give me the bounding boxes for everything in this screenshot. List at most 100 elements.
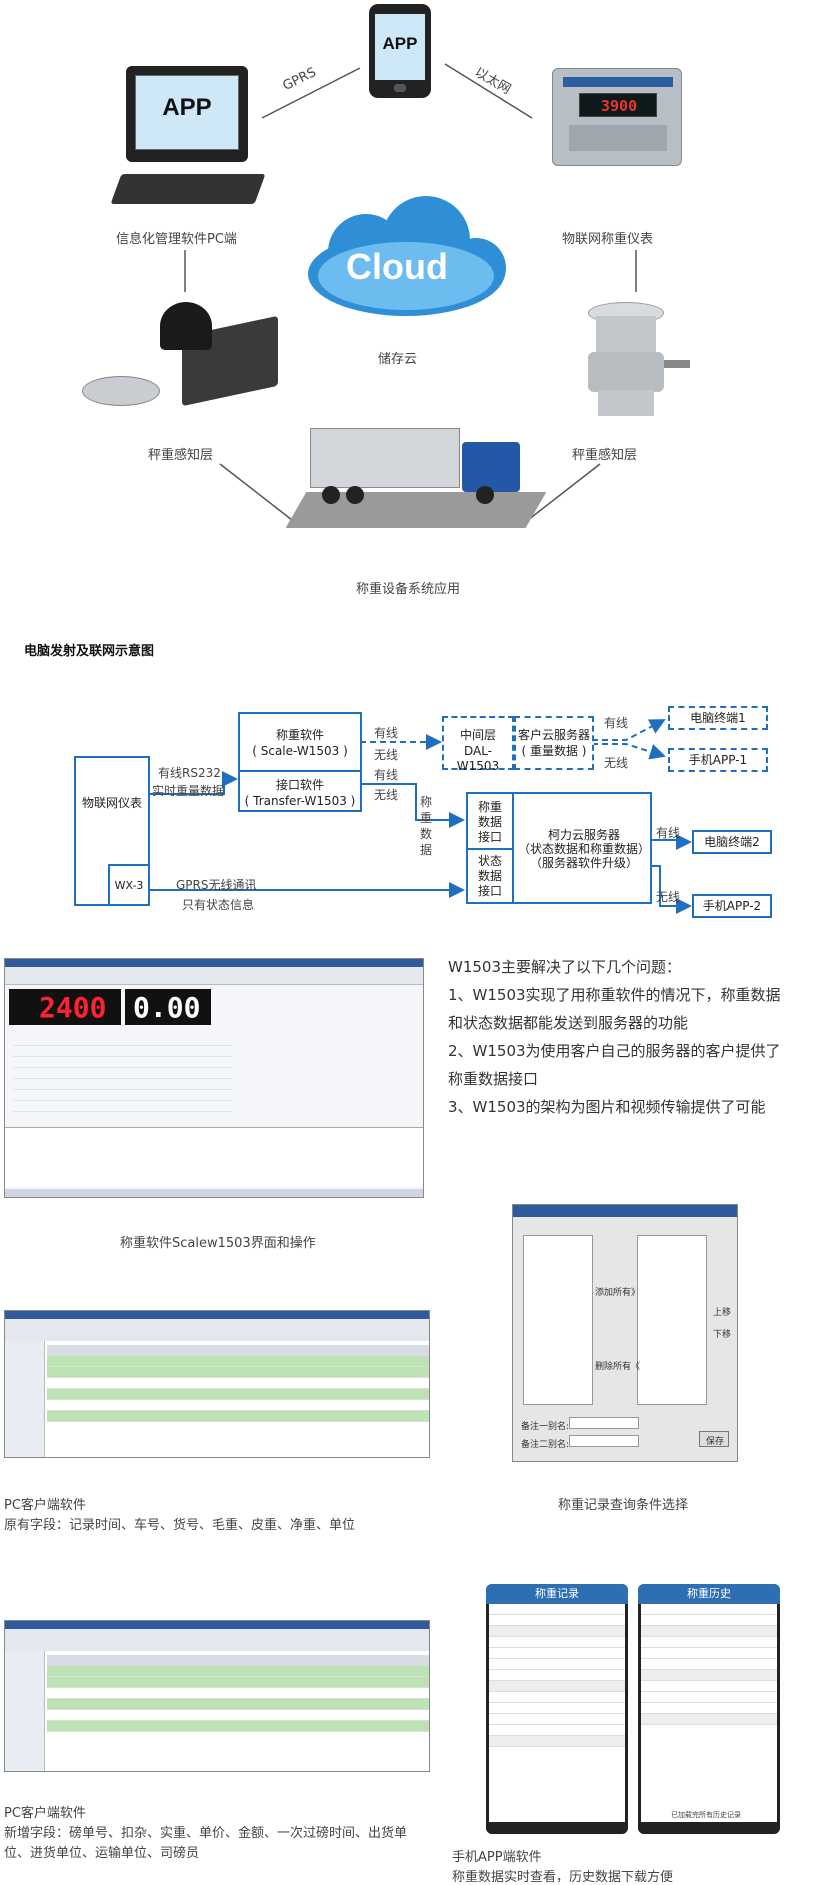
- feature-line-3: 2、W1503为使用客户自己的服务器的客户提供了: [448, 1042, 781, 1060]
- wireless-label-4: 无线: [656, 890, 681, 904]
- cloud-caption: 储存云: [378, 352, 418, 367]
- left-sensor-caption: 秤重感知层: [148, 448, 214, 463]
- pc-client-caption-2: PC客户端软件: [4, 1806, 86, 1821]
- iot-meter-label: 物联网仪表: [81, 796, 142, 810]
- weigh-interface-label: 称重数据接口: [477, 800, 502, 844]
- phone-app-caption: 手机APP端软件: [452, 1850, 542, 1865]
- alias-1-input[interactable]: [569, 1417, 639, 1429]
- phone-screenshot-records: 称重记录: [486, 1584, 628, 1834]
- truck-caption: 称重设备系统应用: [356, 582, 461, 597]
- phone-app-description: 称重数据实时查看，历史数据下载方便: [452, 1870, 674, 1885]
- interface-software-label-2: ( Transfer-W1503 ): [244, 794, 356, 808]
- move-up-button[interactable]: 上移: [713, 1308, 732, 1318]
- indicator-value: 3900: [601, 97, 638, 115]
- diagram-title: 电脑发射及联网示意图: [24, 644, 155, 659]
- left-load-cell-illustration: [82, 296, 278, 422]
- pc-monitor-illustration: APP: [126, 66, 248, 162]
- interface-software-label-1: 接口软件: [275, 778, 324, 792]
- wx3-label: WX-3: [114, 879, 144, 892]
- wired-label-1: 有线: [374, 726, 399, 740]
- wired-label-3: 有线: [604, 716, 629, 730]
- keyboard-illustration: [110, 174, 266, 204]
- scale-software-label-2: ( Scale-W1503 ): [252, 744, 348, 758]
- features-title: W1503主要解决了以下几个问题：: [448, 958, 682, 976]
- customer-server-label-2: ( 重量数据 ): [521, 744, 587, 758]
- gprs-label-1: GPRS无线通讯: [176, 878, 257, 892]
- pc-terminal-1-label: 电脑终端1: [690, 711, 746, 725]
- scale-software-box: 称重软件 ( Scale-W1503 ) 接口软件 ( Transfer-W15…: [238, 712, 362, 812]
- top-connection-lines: [184, 63, 637, 521]
- right-load-cell-illustration: [582, 296, 692, 436]
- top-illustration: APP APP GPRS 以太网 信息化管理软件PC端 3900 物联网称重仪表…: [0, 0, 822, 600]
- cloud-icon: [308, 196, 506, 316]
- pc-terminal-2-label: 电脑终端2: [704, 835, 760, 849]
- middle-layer-box: 中间层 DAL-W1503: [442, 716, 514, 773]
- rs232-label-1: 有线RS232: [158, 766, 221, 780]
- pc-terminal-1-box: 电脑终端1: [668, 706, 768, 730]
- feature-line-1: 1、W1503实现了用称重软件的情况下，称重数据: [448, 986, 781, 1004]
- pc-client-caption-1: PC客户端软件: [4, 1498, 86, 1513]
- phone-history-title: 称重历史: [638, 1584, 780, 1604]
- add-all-button[interactable]: 添加所有》: [595, 1288, 641, 1298]
- keli-server-box: 称重数据接口 状态数据接口 柯力云服务器 （状态数据和称重数据） （服务器软件升…: [466, 792, 652, 904]
- scale-software-caption: 称重软件Scalew1503界面和操作: [120, 1236, 316, 1251]
- phone-records-title: 称重记录: [486, 1584, 628, 1604]
- pc-client-screenshot-1: [4, 1310, 430, 1458]
- wireless-label-3: 无线: [604, 756, 629, 770]
- indicator-caption: 物联网称重仪表: [562, 232, 654, 247]
- save-button-label: 保存: [706, 1437, 725, 1447]
- alias-2-input[interactable]: [569, 1435, 639, 1447]
- query-dialog-screenshot: 添加所有》 删除所有《 上移 下移 备注一别名: 备注二别名: 保存: [512, 1204, 738, 1462]
- phone-load-more: 已加载完所有历史记录: [671, 1811, 741, 1819]
- wireless-label-2: 无线: [374, 788, 399, 802]
- alias-1-label: 备注一别名:: [521, 1422, 570, 1432]
- feature-line-5: 3、W1503的架构为图片和视频传输提供了可能: [448, 1098, 766, 1116]
- rs232-label-2: 实时重量数据: [152, 784, 225, 798]
- scale-software-label-1: 称重软件: [275, 728, 324, 742]
- feature-line-2: 和状态数据都能发送到服务器的功能: [448, 1014, 689, 1032]
- cloud-label: Cloud: [346, 246, 448, 287]
- right-sensor-caption: 秤重感知层: [572, 448, 638, 463]
- pc-client-fields-1: 原有字段：记录时间、车号、货号、毛重、皮重、净重、单位: [4, 1518, 356, 1533]
- remove-all-button[interactable]: 删除所有《: [595, 1362, 641, 1372]
- weigh-data-vertical-text: 称重数据: [420, 795, 433, 857]
- customer-server-label-1: 客户云服务器: [517, 728, 590, 742]
- pc-client-fields-2a: 新增字段：磅单号、扣杂、实重、单价、金额、一次过磅时间、出货单: [4, 1826, 408, 1841]
- middle-layer-label-1: 中间层: [459, 728, 496, 742]
- phone-app-2-box: 手机APP-2: [692, 894, 772, 918]
- weight-display-2: 0.00: [133, 991, 201, 1024]
- phone-app-label: APP: [382, 34, 418, 53]
- customer-server-box: 客户云服务器 ( 重量数据 ): [514, 716, 594, 770]
- query-caption: 称重记录查询条件选择: [558, 1498, 689, 1513]
- network-diagram: 物联网仪表 WX-3 有线RS232 实时重量数据 GPRS无线通讯 只有状态信…: [0, 680, 822, 940]
- move-down-button[interactable]: 下移: [713, 1330, 732, 1340]
- phone-illustration: APP: [369, 4, 431, 98]
- pc-caption: 信息化管理软件PC端: [116, 232, 237, 247]
- scale-software-screenshot: 2400 0.00: [4, 958, 424, 1198]
- keli-server-label-1: 柯力云服务器: [547, 828, 620, 842]
- alias-2-label: 备注二别名:: [521, 1440, 570, 1450]
- phone-screenshot-history: 称重历史 已加载完所有历史记录: [638, 1584, 780, 1834]
- pc-terminal-2-box: 电脑终端2: [692, 830, 772, 854]
- middle-layer-label-2: DAL-W1503: [456, 744, 500, 773]
- feature-line-4: 称重数据接口: [448, 1070, 539, 1088]
- pc-client-fields-2b: 位、进货单位、运输单位、司磅员: [4, 1846, 200, 1861]
- pc-app-label: APP: [162, 94, 212, 121]
- gprs-label-2: 只有状态信息: [182, 898, 255, 912]
- status-interface-label: 状态数据接口: [477, 854, 502, 898]
- weigh-data-vertical-label: 称重数据: [420, 794, 434, 858]
- phone-app-1-box: 手机APP-1: [668, 748, 768, 772]
- wx3-box: WX-3: [108, 864, 150, 906]
- indicator-illustration: 3900: [552, 68, 682, 166]
- phone-app-2-label: 手机APP-2: [702, 899, 762, 913]
- pc-client-screenshot-2: [4, 1620, 430, 1772]
- weight-display-1: 2400: [39, 991, 107, 1024]
- keli-server-label-3: （服务器软件升级）: [529, 856, 638, 870]
- save-button[interactable]: 保存: [699, 1431, 729, 1447]
- wired-label-2: 有线: [374, 768, 399, 782]
- truck-illustration: [285, 424, 547, 536]
- keli-server-label-2: （状态数据和称重数据）: [517, 842, 650, 856]
- wired-label-4: 有线: [656, 826, 681, 840]
- wireless-label-1: 无线: [374, 748, 399, 762]
- phone-app-1-label: 手机APP-1: [688, 753, 748, 767]
